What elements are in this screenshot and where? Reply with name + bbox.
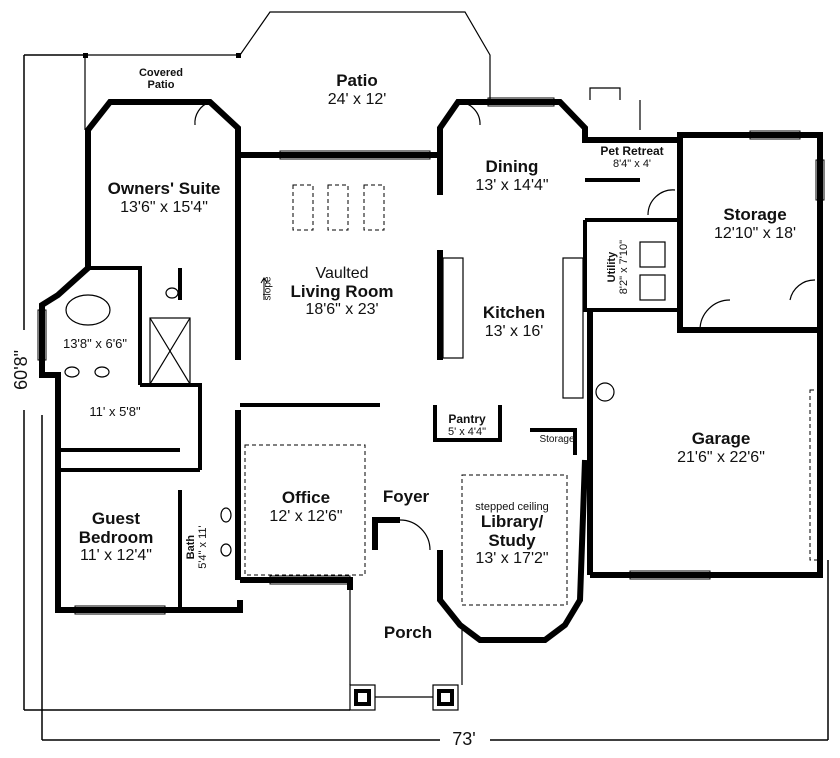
room-living-room: Vaulted Living Room 18'6" x 23': [291, 265, 394, 319]
room-dims: 13' x 14'4": [475, 176, 549, 194]
room-name: Garage: [691, 429, 751, 448]
room-patio: Patio 24' x 12': [327, 71, 387, 108]
room-dims: 8'2" x 7'10": [618, 239, 630, 295]
room-note: stepped ceiling: [475, 501, 549, 513]
windows: [37, 97, 825, 615]
room-name: Guest: [91, 509, 141, 528]
room-foyer: Foyer: [382, 487, 430, 507]
interior-walls: [58, 178, 680, 610]
room-name: Patio: [336, 71, 378, 90]
room-dims: 18'6" x 23': [305, 301, 379, 319]
room-dims: 21'6" x 22'6": [677, 448, 765, 466]
room-dims: 8'4" x 4': [612, 158, 652, 171]
room-name: Owners' Suite: [107, 179, 221, 198]
door-swings: [194, 101, 816, 551]
porch-columns: [349, 580, 463, 711]
room-name: Living Room: [290, 281, 394, 301]
room-dims: 5'4" x 11': [197, 525, 209, 569]
room-dims: 13'6" x 15'4": [120, 198, 208, 216]
room-dining: Dining 13' x 14'4": [475, 157, 549, 194]
room-dims: 12' x 12'6": [269, 507, 343, 525]
room-kitchen: Kitchen 13' x 16': [482, 303, 546, 340]
room-garage: Garage 21'6" x 22'6": [677, 429, 765, 466]
room-name: Foyer: [382, 487, 430, 506]
room-pantry: Pantry 5' x 4'4": [447, 412, 487, 439]
room-prefix: Vaulted: [315, 265, 369, 282]
room-name: Pet Retreat: [600, 144, 664, 158]
fixtures: [64, 241, 666, 557]
room-dims: 13' x 16': [484, 322, 544, 340]
room-small-storage: Storage: [539, 434, 575, 445]
room-library: stepped ceiling Library/ Study 13' x 17'…: [475, 501, 548, 568]
room-owners-suite: Owners' Suite 13'6" x 15'4": [107, 179, 221, 216]
room-utility: Utility 8'2" x 7'10": [606, 240, 630, 294]
room-name: Bath: [184, 534, 197, 560]
room-name: Storage: [723, 205, 787, 224]
room-porch: Porch: [383, 623, 433, 643]
room-name: Office: [281, 488, 331, 507]
room-name: Porch: [383, 623, 433, 642]
room-name: Pantry: [448, 412, 486, 426]
room-name: Kitchen: [482, 303, 546, 322]
posts: [83, 53, 241, 58]
room-name-line2: Bedroom: [78, 527, 154, 547]
room-dims: 12'10" x 18': [713, 224, 797, 242]
room-name-line2: Study: [488, 530, 536, 550]
room-dims: 5' x 4'4": [447, 426, 487, 439]
patio-outline: [84, 11, 641, 130]
room-guest-bedroom: Guest Bedroom 11' x 12'4": [78, 509, 154, 565]
room-storage: Storage 12'10" x 18': [713, 205, 797, 242]
room-master-bath: 13'8" x 6'6": [62, 336, 128, 351]
room-walk-in-closet: 11' x 5'8": [89, 404, 141, 419]
overall-width-label: 73': [446, 729, 482, 750]
room-name: Utility: [605, 251, 618, 283]
slope-annotation: slope: [262, 276, 274, 301]
room-name: Dining: [485, 157, 539, 176]
room-pet-retreat: Pet Retreat 8'4" x 4': [600, 144, 664, 171]
room-dims: 13' x 17'2": [475, 550, 549, 568]
skylights: [244, 184, 821, 606]
overall-dimension-lines: [23, 54, 829, 741]
room-name: Library/: [480, 512, 544, 532]
room-dims: 24' x 12': [327, 90, 387, 108]
room-bath: Bath 5'4" x 11': [185, 525, 209, 568]
overall-depth-label: 60'8": [11, 349, 32, 390]
room-dims: 11' x 12'4": [80, 547, 152, 565]
room-office: Office 12' x 12'6": [269, 488, 343, 525]
